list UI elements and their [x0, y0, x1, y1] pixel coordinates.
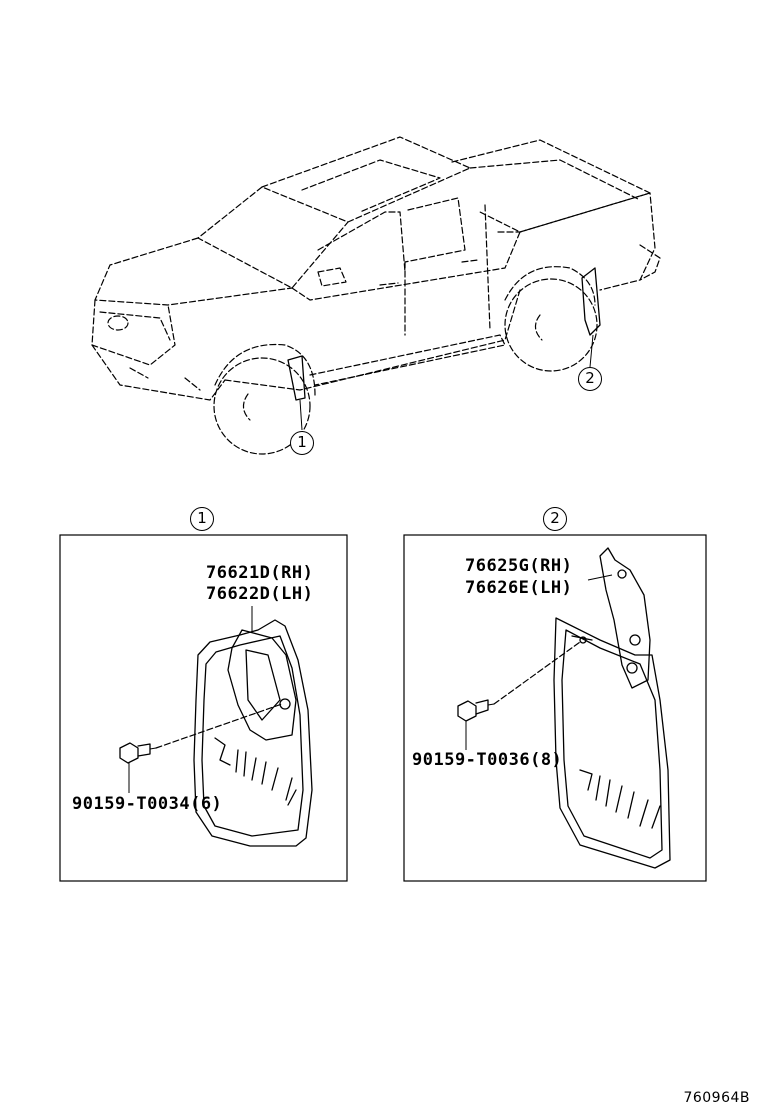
screw-icon	[119, 742, 157, 764]
part-number-76626E: 76626E(LH)	[465, 578, 573, 598]
callout-2-rear: 2	[578, 367, 602, 391]
screw-part-number-1: 90159-T0034(6)	[72, 794, 223, 814]
rear-mud-guard-drawing	[457, 547, 671, 869]
panel-1-frame	[59, 534, 348, 882]
panel-1-heading: 1	[190, 507, 214, 531]
part-number-76622D: 76622D(LH)	[206, 584, 314, 604]
front-mud-guard-drawing	[119, 606, 313, 847]
part-number-76625G: 76625G(RH)	[465, 556, 573, 576]
pickup-truck-drawing	[91, 136, 661, 455]
callout-1-front: 1	[290, 431, 314, 455]
panel-2-heading: 2	[543, 507, 567, 531]
illustration-code: 760964B	[683, 1090, 750, 1106]
panel-2-frame	[403, 534, 707, 882]
screw-icon	[457, 699, 495, 722]
screw-part-number-2: 90159-T0036(8)	[412, 750, 563, 770]
part-number-76621D: 76621D(RH)	[206, 563, 314, 583]
